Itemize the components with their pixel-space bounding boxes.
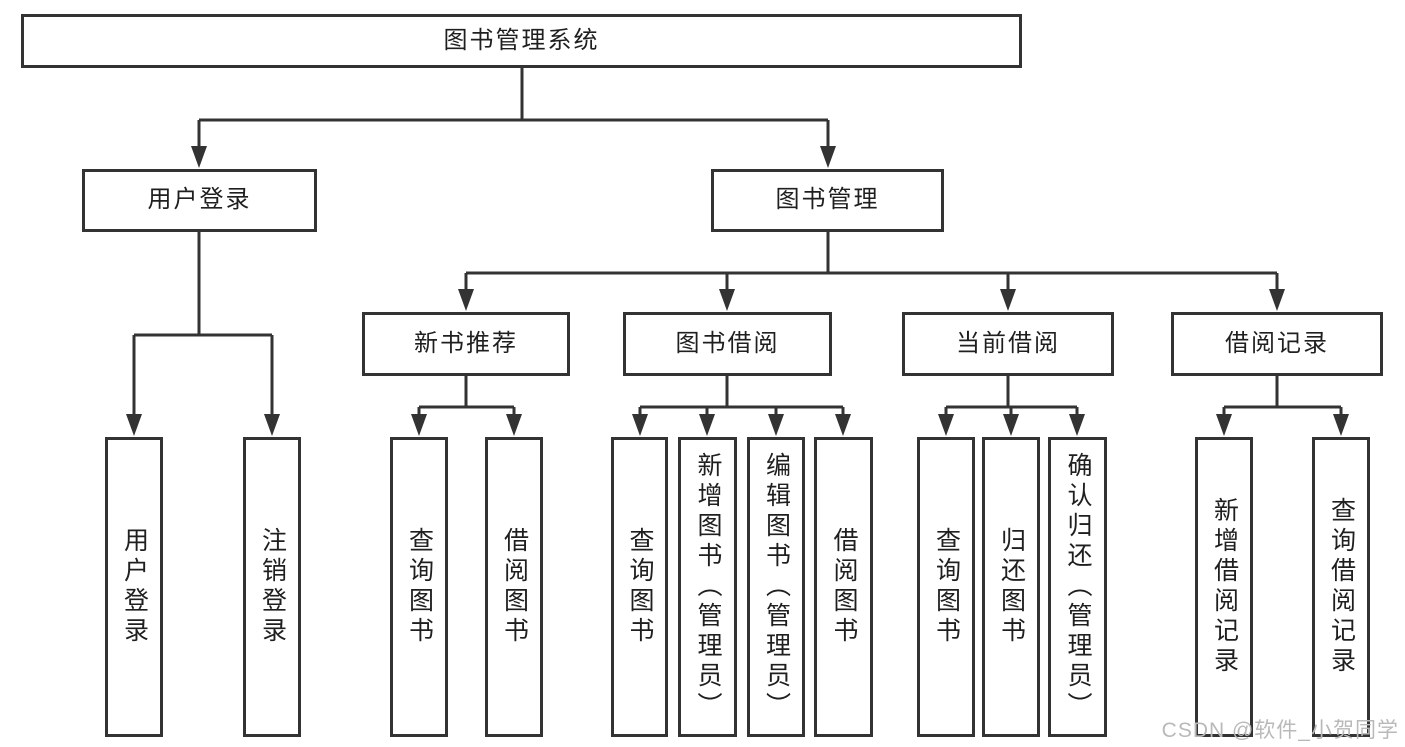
leaf-query-books-current: 查询图书 (917, 437, 975, 737)
node-borrowing-records: 借阅记录 (1171, 312, 1383, 376)
node-current-borrowing: 当前借阅 (902, 312, 1114, 376)
leaf-borrow-books-borrow: 借阅图书 (814, 437, 873, 737)
leaf-add-books-admin: 新增图书（管理员） (678, 437, 737, 737)
leaf-query-borrow-record: 查询借阅记录 (1312, 437, 1370, 737)
node-book-borrowing: 图书借阅 (623, 312, 832, 376)
leaf-query-books-rec: 查询图书 (390, 437, 448, 737)
leaf-edit-books-admin: 编辑图书（管理员） (747, 437, 805, 737)
leaf-query-books-borrow: 查询图书 (611, 437, 668, 737)
leaf-borrow-books-rec: 借阅图书 (485, 437, 543, 737)
csdn-watermark: CSDN @软件_小贺同学 (1161, 719, 1399, 742)
leaf-return-books: 归还图书 (982, 437, 1040, 737)
node-book-management: 图书管理 (711, 169, 944, 232)
node-library-system-root: 图书管理系统 (21, 14, 1022, 68)
node-user-login: 用户登录 (82, 169, 317, 232)
leaf-confirm-return-admin: 确认归还（管理员） (1048, 437, 1107, 737)
leaf-add-borrow-record: 新增借阅记录 (1195, 437, 1253, 737)
node-new-book-recommendation: 新书推荐 (362, 312, 570, 376)
leaf-logout-login: 注销登录 (243, 437, 301, 737)
leaf-user-login: 用户登录 (105, 437, 163, 737)
